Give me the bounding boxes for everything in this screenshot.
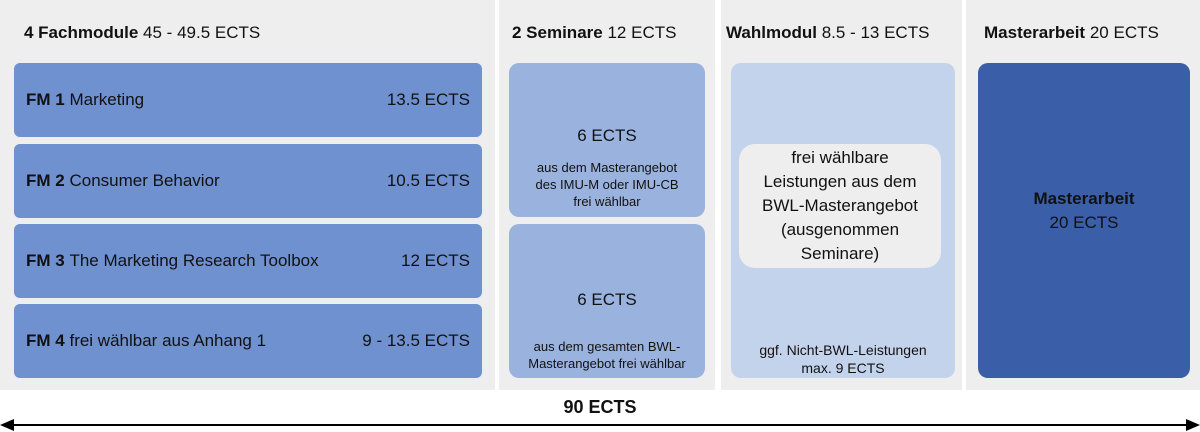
wahlmodul-header-ects: 8.5 - 13 ECTS (821, 23, 930, 42)
seminar-card-1: 6 ECTS aus dem Masterangebot des IMU-M o… (509, 63, 705, 217)
seminar-note-line: frei wählbar (573, 194, 641, 209)
wahlmodul-bubble-line: Leistungen aus dem (763, 172, 917, 191)
fm-card-name: FM 1 Marketing (26, 90, 387, 110)
masterarbeit-card-ects: 20 ECTS (1049, 213, 1119, 232)
masterarbeit-header: Masterarbeit 20 ECTS (984, 23, 1200, 43)
wahlmodul-header: Wahlmodul 8.5 - 13 ECTS (726, 23, 962, 43)
fachmodule-header: 4 Fachmodule 45 - 49.5 ECTS (24, 23, 495, 43)
fm-card-2: FM 2 Consumer Behavior 10.5 ECTS (14, 144, 482, 218)
fm-ects: 9 - 13.5 ECTS (362, 331, 470, 350)
fm-ects: 10.5 ECTS (386, 171, 470, 190)
fm-code: FM 1 (26, 90, 65, 109)
masterarbeit-card: Masterarbeit 20 ECTS (978, 63, 1190, 378)
wahlmodul-note-line: ggf. Nicht-BWL-Leistungen (759, 342, 927, 358)
seminar-note: aus dem Masterangebot des IMU-M oder IMU… (513, 159, 701, 210)
masterarbeit-card-title: Masterarbeit (1033, 189, 1135, 208)
seminare-header: 2 Seminare 12 ECTS (512, 23, 715, 43)
wahlmodul-bubble-line: BWL-Masterangebot (762, 196, 918, 215)
wahlmodul-bubble: frei wählbare Leistungen aus dem BWL-Mas… (739, 144, 941, 268)
seminar-card-2: 6 ECTS aus dem gesamten BWL- Masterangeb… (509, 224, 705, 378)
fm-title: Consumer Behavior (69, 171, 220, 190)
masterarbeit-header-bold: Masterarbeit (984, 23, 1086, 42)
wahlmodul-header-bold: Wahlmodul (726, 23, 817, 42)
fm-code: FM 3 (26, 251, 65, 270)
wahlmodul-bubble-line: frei wählbare (791, 148, 889, 167)
fm-title: Marketing (69, 90, 145, 109)
fachmodule-column: 4 Fachmodule 45 - 49.5 ECTS FM 1 Marketi… (0, 0, 495, 390)
seminar-ects: 6 ECTS (577, 290, 637, 309)
fm-ects: 13.5 ECTS (386, 90, 470, 109)
fm-title: frei wählbar aus Anhang 1 (69, 331, 267, 350)
fm-card-4: FM 4 frei wählbar aus Anhang 1 9 - 13.5 … (14, 304, 482, 378)
fachmodule-header-bold: 4 Fachmodule (24, 23, 139, 42)
seminar-note-line: des IMU-M oder IMU-CB (535, 177, 679, 192)
wahlmodul-bubble-line: (ausgenommen (780, 220, 900, 239)
wahlmodul-card: frei wählbare Leistungen aus dem BWL-Mas… (731, 63, 955, 378)
fachmodule-header-ects: 45 - 49.5 ECTS (143, 23, 261, 42)
seminare-header-bold: 2 Seminare (512, 23, 603, 42)
seminar-note: aus dem gesamten BWL- Masterangebot frei… (513, 338, 701, 372)
fm-card-name: FM 3 The Marketing Research Toolbox (26, 251, 401, 271)
fm-title: The Marketing Research Toolbox (69, 251, 319, 270)
double-arrow-icon (0, 419, 1200, 431)
seminar-note-line: aus dem gesamten BWL- (533, 339, 681, 354)
seminar-note-line: Masterangebot frei wählbar (528, 356, 686, 371)
seminar-note-line: aus dem Masterangebot (536, 160, 678, 175)
fm-card-3: FM 3 The Marketing Research Toolbox 12 E… (14, 224, 482, 298)
fm-ects: 12 ECTS (401, 251, 470, 270)
fm-card-name: FM 4 frei wählbar aus Anhang 1 (26, 331, 362, 351)
wahlmodul-note-line: max. 9 ECTS (801, 360, 885, 376)
seminare-column: 2 Seminare 12 ECTS 6 ECTS aus dem Master… (499, 0, 715, 390)
masterarbeit-column: Masterarbeit 20 ECTS Masterarbeit 20 ECT… (966, 0, 1200, 390)
fm-code: FM 2 (26, 171, 65, 190)
wahlmodul-note: ggf. Nicht-BWL-Leistungen max. 9 ECTS (731, 341, 955, 377)
masterarbeit-header-ects: 20 ECTS (1089, 23, 1159, 42)
fm-code: FM 4 (26, 331, 65, 350)
wahlmodul-bubble-line: Seminare) (800, 244, 880, 263)
total-ects-label: 90 ECTS (563, 397, 637, 417)
fm-card-1: FM 1 Marketing 13.5 ECTS (14, 63, 482, 137)
fm-card-name: FM 2 Consumer Behavior (26, 171, 387, 191)
seminare-header-ects: 12 ECTS (607, 23, 677, 42)
seminar-ects: 6 ECTS (577, 126, 637, 145)
wahlmodul-column: Wahlmodul 8.5 - 13 ECTS frei wählbare Le… (721, 0, 962, 390)
